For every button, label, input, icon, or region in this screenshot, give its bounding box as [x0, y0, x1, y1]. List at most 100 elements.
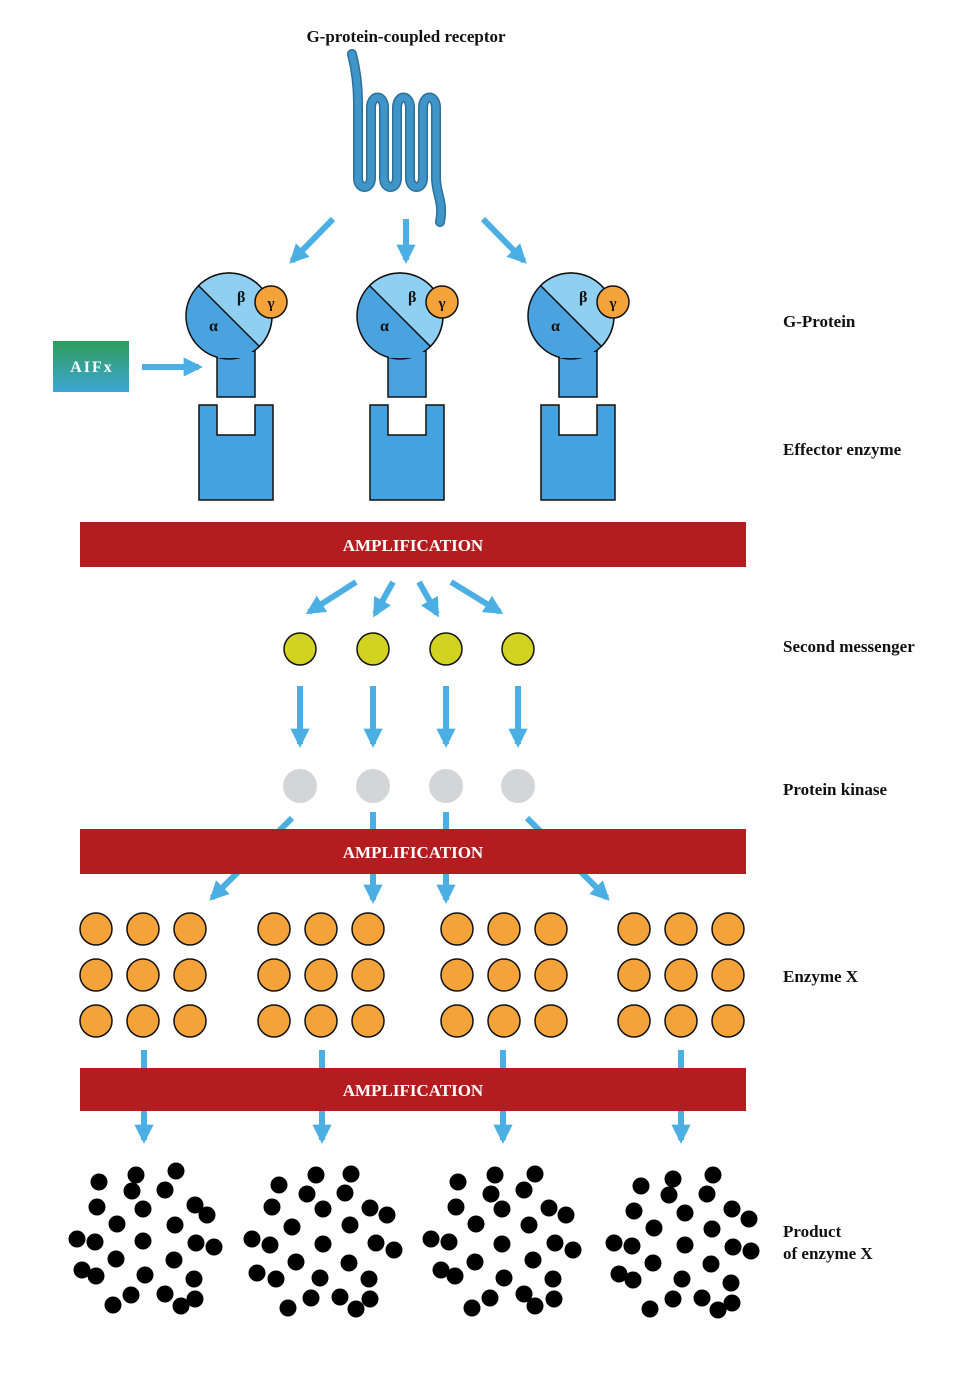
enzyme-x	[534, 958, 568, 992]
messenger-arrow-3	[416, 580, 440, 618]
product-molecule	[123, 1182, 141, 1200]
receptor-arrow-left	[289, 216, 336, 264]
product-molecule	[172, 1297, 190, 1315]
product-molecule	[68, 1230, 86, 1248]
label-effector-enzyme: Effector enzyme	[783, 440, 902, 459]
product-molecule	[186, 1290, 204, 1308]
product-cluster-4	[605, 1166, 760, 1319]
enzyme-x	[257, 958, 291, 992]
product-molecule	[367, 1234, 385, 1252]
product-molecule	[449, 1173, 467, 1191]
enzyme-x	[79, 912, 113, 946]
product-molecule	[302, 1289, 320, 1307]
enzyme-x	[257, 1004, 291, 1038]
product-molecule	[703, 1220, 721, 1238]
gamma-label: γ	[608, 296, 616, 312]
product-molecule	[740, 1210, 758, 1228]
second-messenger-1	[283, 632, 317, 666]
product-molecule	[493, 1200, 511, 1218]
product-molecule	[709, 1301, 727, 1319]
enzyme-x	[617, 958, 651, 992]
receptor-title: G-protein-coupled receptor	[306, 27, 506, 46]
product-molecule	[605, 1234, 623, 1252]
label-g-protein: G-Protein	[783, 312, 856, 331]
g-beta-subunit	[539, 272, 615, 348]
enzyme-x	[711, 1004, 745, 1038]
product-molecule	[361, 1199, 379, 1217]
enzyme-x	[126, 1004, 160, 1038]
enzyme-x	[351, 958, 385, 992]
receptor-arrows	[289, 216, 527, 264]
enzyme-x	[617, 912, 651, 946]
enzyme-x	[304, 958, 338, 992]
product-molecule	[722, 1274, 740, 1292]
product-molecule	[624, 1271, 642, 1289]
product-molecule	[545, 1290, 563, 1308]
enzyme-x	[351, 912, 385, 946]
product-molecule	[515, 1285, 533, 1303]
amplification-label-2: AMPLIFICATION	[343, 843, 484, 862]
g-stem-join	[218, 352, 254, 358]
product-molecule	[463, 1299, 481, 1317]
enzyme-x	[126, 958, 160, 992]
second-messenger-4	[501, 632, 535, 666]
product-cluster-3	[422, 1165, 582, 1317]
product-molecule	[742, 1242, 760, 1260]
product-molecule	[447, 1198, 465, 1216]
g-gamma-subunit	[425, 285, 459, 319]
label-enzyme-x: Enzyme X	[783, 967, 859, 986]
enzyme-x-grid	[79, 912, 745, 1038]
product-molecule	[243, 1230, 261, 1248]
enzyme-x	[173, 958, 207, 992]
product-molecule	[167, 1162, 185, 1180]
second-messenger-row	[283, 632, 535, 666]
receptor-arrow-right	[480, 216, 527, 264]
product-molecule	[248, 1264, 266, 1282]
product-molecule	[311, 1269, 329, 1287]
product-molecule	[107, 1250, 125, 1268]
product-arrows	[134, 1050, 691, 1144]
product-molecule	[704, 1166, 722, 1184]
product-molecule	[90, 1173, 108, 1191]
product-molecule	[361, 1290, 379, 1308]
product-molecule	[446, 1267, 464, 1285]
product-molecule	[314, 1200, 332, 1218]
enzyme-x	[664, 958, 698, 992]
product-molecule	[515, 1181, 533, 1199]
product-molecule	[156, 1181, 174, 1199]
product-molecule	[122, 1286, 140, 1304]
product-molecule	[331, 1288, 349, 1306]
product-molecule	[360, 1270, 378, 1288]
enzyme-x	[304, 912, 338, 946]
product-molecule	[340, 1254, 358, 1272]
label-product-line2: of enzyme X	[783, 1244, 873, 1263]
product-molecule	[481, 1289, 499, 1307]
label-second-messenger: Second messenger	[783, 637, 915, 656]
product-molecule	[73, 1261, 91, 1279]
product-molecule	[267, 1270, 285, 1288]
enzyme-x	[534, 1004, 568, 1038]
product-molecule	[676, 1236, 694, 1254]
g-stem-join	[389, 352, 425, 358]
product-molecule	[540, 1199, 558, 1217]
product-molecule	[287, 1253, 305, 1271]
product-molecule	[724, 1238, 742, 1256]
product-molecule	[520, 1216, 538, 1234]
enzyme-x	[173, 912, 207, 946]
product-molecule	[645, 1219, 663, 1237]
product-molecule	[198, 1206, 216, 1224]
messenger-arrow-2	[372, 580, 396, 618]
product-molecule	[557, 1206, 575, 1224]
enzyme-x	[126, 912, 160, 946]
product-molecule	[641, 1300, 659, 1318]
enzyme-x	[711, 912, 745, 946]
protein-kinase-4	[501, 769, 535, 803]
product-molecule	[723, 1200, 741, 1218]
product-molecule	[279, 1299, 297, 1317]
product-molecule	[127, 1166, 145, 1184]
enzyme-x	[534, 912, 568, 946]
product-molecule	[342, 1165, 360, 1183]
product-molecule	[467, 1215, 485, 1233]
enzyme-x	[440, 912, 474, 946]
